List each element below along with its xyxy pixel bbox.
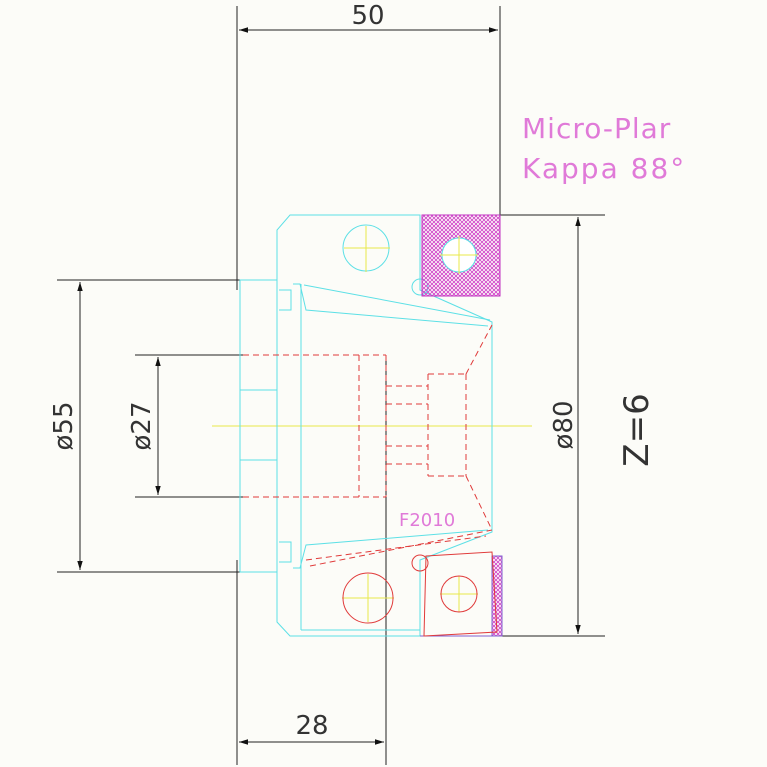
insert-bottom xyxy=(342,551,503,637)
dim-dia-cutter-label: ø80 xyxy=(549,401,579,450)
dim-top-width-label: 50 xyxy=(351,1,384,31)
product-line2: Kappa 88° xyxy=(522,152,686,185)
teeth-count-label: Z=6 xyxy=(617,393,657,466)
dimension-dia-inner: ø27 xyxy=(127,354,243,498)
dim-dia-inner-label: ø27 xyxy=(127,402,157,451)
insert-top xyxy=(421,214,501,297)
product-line1: Micro-Plar xyxy=(522,112,671,145)
dimension-dia-cutter: ø80 xyxy=(500,214,605,637)
dimension-dia-outer: ø55 xyxy=(49,279,243,573)
insert-code-label: F2010 xyxy=(399,510,455,531)
dim-dia-outer-label: ø55 xyxy=(49,402,79,451)
hidden-lines xyxy=(243,324,493,567)
dimension-bottom-width: 28 xyxy=(236,355,387,765)
dim-bottom-width-label: 28 xyxy=(295,711,328,741)
dimension-top-width: 50 xyxy=(236,1,501,290)
